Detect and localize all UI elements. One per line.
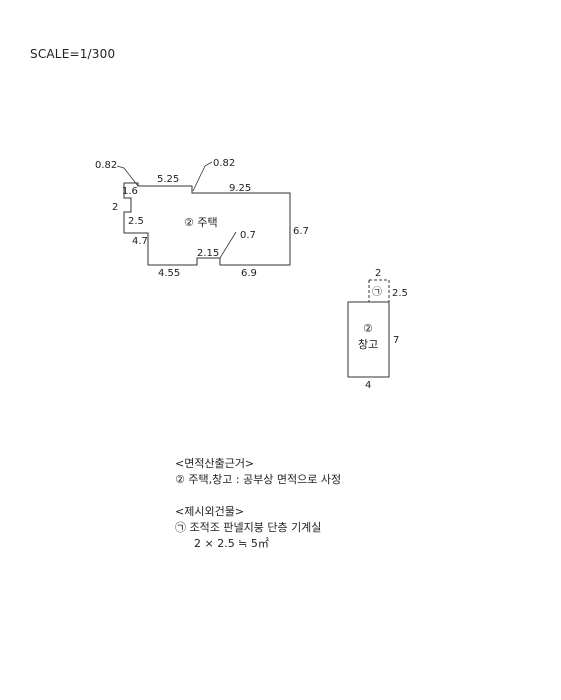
leader-line-top-mid [204, 161, 213, 167]
warehouse-dim-annex-depth: 2.5 [392, 288, 408, 299]
house-label: ② 주택 [184, 216, 218, 229]
warehouse-annex-marker: ㉠ [372, 286, 382, 298]
house-dim-top-small: 1.6 [122, 186, 138, 197]
excluded-building-area: 2 × 2.5 ≒ 5㎡ [194, 537, 269, 550]
house-outline [123, 182, 291, 266]
house-dim-left-upper: 2 [112, 202, 118, 213]
house-dim-bottom-right: 6.9 [241, 268, 257, 279]
warehouse-dim-height: 7 [393, 335, 399, 346]
warehouse-label-name: 창고 [358, 338, 378, 351]
warehouse-dim-annex-width: 2 [375, 268, 381, 279]
house-dim-top-left-offset: 0.82 [95, 160, 117, 171]
leader-line-notch [219, 231, 237, 259]
house-dim-top-run: 5.25 [157, 174, 179, 185]
excluded-buildings-title: <제시외건물> [175, 505, 245, 518]
notes-spacer [175, 488, 341, 504]
leader-line-top-mid-diagonal [192, 165, 206, 192]
notes-block: <면적산출근거> ② 주택,창고 : 공부상 면적으로 사정 <제시외건물> ㉠… [175, 456, 341, 552]
warehouse-dim-width: 4 [365, 380, 371, 391]
house-dim-right-side: 6.7 [293, 226, 309, 237]
excluded-building-item: ㉠ 조적조 판넬지붕 단층 기계실 [175, 521, 322, 534]
warehouse-label-number: ② [363, 322, 373, 335]
warehouse-outline [347, 301, 390, 378]
leader-line-top-left-diagonal [123, 167, 139, 187]
house-dim-inner-step: 2.5 [128, 216, 144, 227]
house-dim-top-right: 9.25 [229, 183, 251, 194]
house-dim-top-mid-offset: 0.82 [213, 158, 235, 169]
scale-label: SCALE=1/300 [30, 47, 116, 61]
house-dim-notch-offset: 0.7 [240, 230, 256, 241]
house-dim-notch-width: 2.15 [197, 248, 219, 259]
area-basis-text: ② 주택,창고 : 공부상 면적으로 사정 [175, 473, 342, 486]
area-basis-title: <면적산출근거> [175, 457, 255, 470]
house-dim-bottom-left: 4.55 [158, 268, 180, 279]
leader-line-top-left [116, 165, 125, 169]
house-dim-left-lower: 4.7 [132, 236, 148, 247]
